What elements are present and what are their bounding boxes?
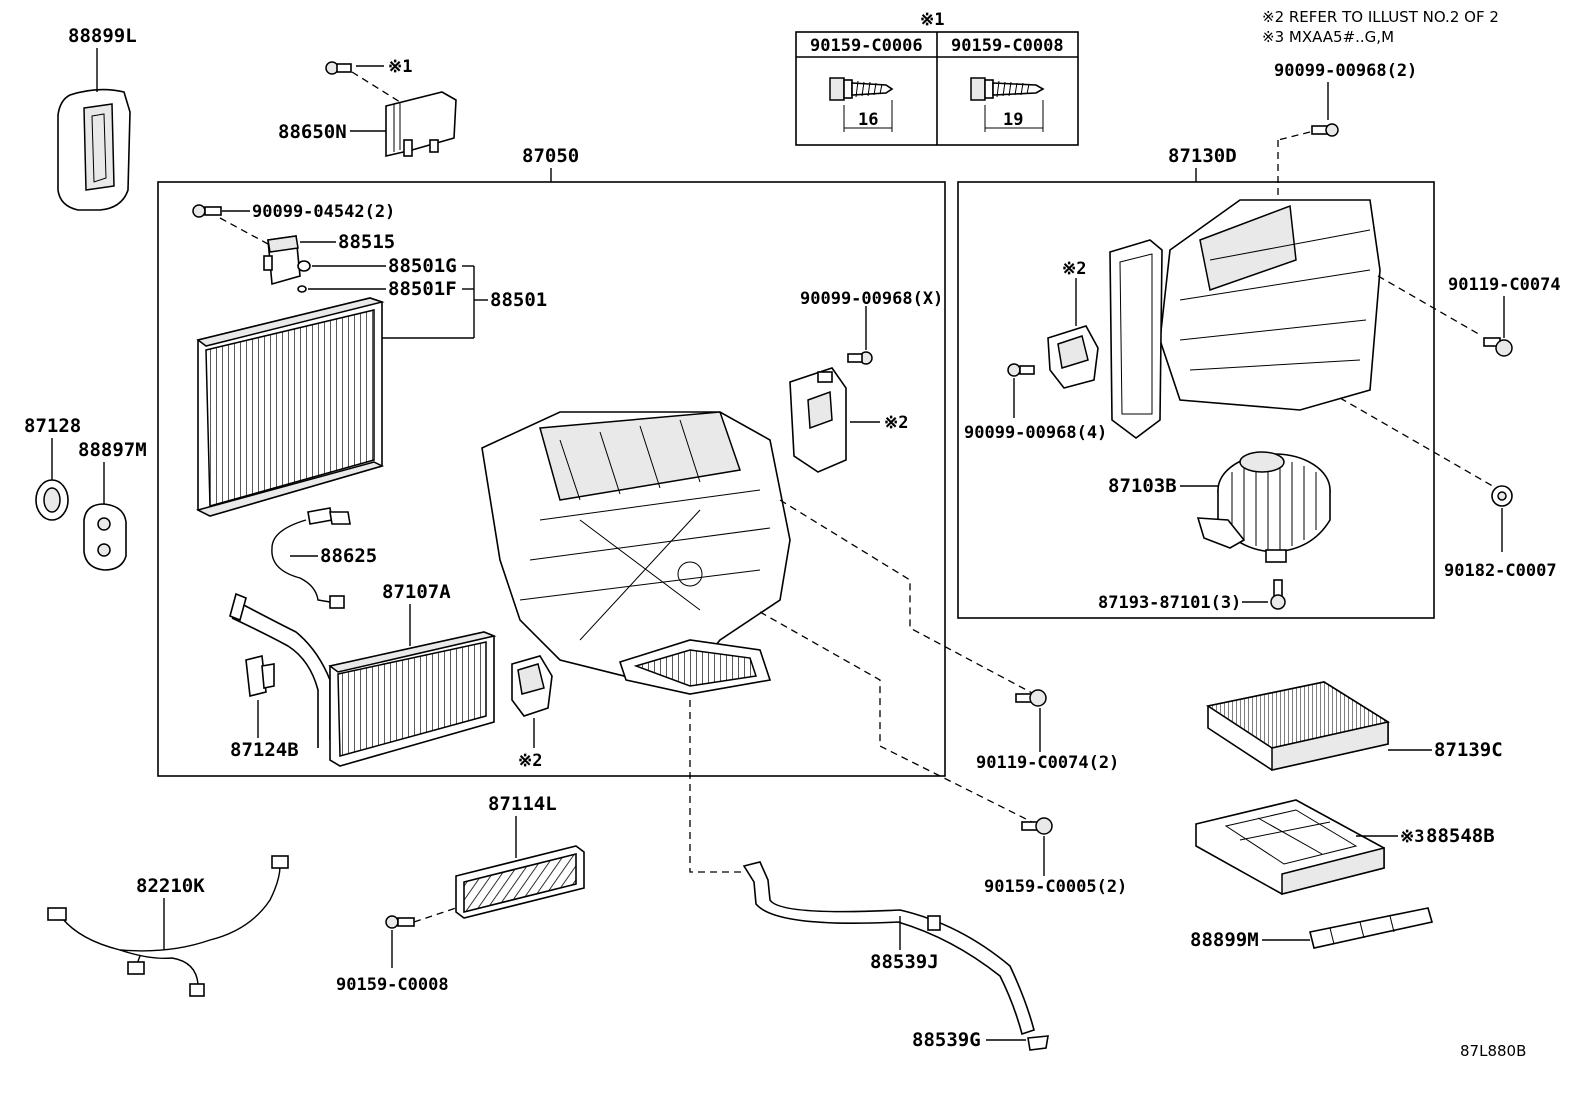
drain-hose-88539j-icon xyxy=(742,861,1035,1036)
label-88899l: 88899L xyxy=(68,25,137,47)
label-88548b: 88548B xyxy=(1426,825,1495,847)
label-87139c: 87139C xyxy=(1434,739,1503,761)
label-87124b: 87124B xyxy=(230,739,299,761)
screw-table: ※1 90159-C0006 90159-C0008 16 19 xyxy=(795,10,1079,146)
bolt-90119-c0074-2-icon xyxy=(1015,689,1047,707)
hvac-case-87050-icon xyxy=(481,411,791,695)
note-model-code: ※3 MXAA5#..G,M xyxy=(1262,28,1394,46)
label-88501g: 88501G xyxy=(388,255,457,277)
grommet-88897m-icon xyxy=(83,503,127,571)
oring-88501g-icon xyxy=(297,260,311,272)
label-87128: 87128 xyxy=(24,415,81,437)
label-87103b: 87103B xyxy=(1108,475,1177,497)
louver-87114l-icon xyxy=(455,845,585,919)
oring-88501f-icon xyxy=(297,285,307,293)
bolt-90119-c0074-icon xyxy=(1483,337,1513,357)
label-88501f: 88501F xyxy=(388,278,457,300)
module-88650n-icon xyxy=(325,61,457,158)
screw-table-mark: ※1 xyxy=(920,10,944,30)
screw-19-icon xyxy=(970,77,1045,132)
mark-88548b: ※3 xyxy=(1400,827,1424,847)
group-label-87130d: 87130D xyxy=(1168,145,1237,167)
group-box-87050 xyxy=(157,181,946,777)
screw-col1-part: 90159-C0006 xyxy=(810,36,923,56)
note-refer-illust: ※2 REFER TO ILLUST NO.2 OF 2 xyxy=(1262,8,1499,26)
label-90182-c0007: 90182-C0007 xyxy=(1444,561,1557,581)
label-90159-c0008: 90159-C0008 xyxy=(336,975,449,995)
screw-87193-87101-icon xyxy=(1270,579,1286,610)
label-90099-00968-2: 90099-00968(2) xyxy=(1274,61,1417,81)
label-87114l: 87114L xyxy=(488,793,557,815)
label-88897m: 88897M xyxy=(78,439,147,461)
heater-core-87107a-icon xyxy=(229,592,497,767)
label-88539g: 88539G xyxy=(912,1029,981,1051)
label-88539j: 88539J xyxy=(870,951,939,973)
label-90099-00968-4: 90099-00968(4) xyxy=(964,423,1107,443)
label-88650n: 88650N xyxy=(278,121,347,143)
screw-90159-c0008-icon xyxy=(385,915,415,929)
blower-case-87130d-icon xyxy=(1109,199,1381,439)
label-88501: 88501 xyxy=(490,289,547,311)
label-87107a: 87107A xyxy=(382,581,451,603)
illustration-id: 87L880B xyxy=(1460,1042,1526,1060)
label-87193-87101: 87193-87101(3) xyxy=(1098,593,1241,613)
wire-harness-82210k-icon xyxy=(47,855,289,997)
label-88515: 88515 xyxy=(338,231,395,253)
screw-col2-length: 19 xyxy=(1003,110,1023,130)
label-90159-c0005: 90159-C0005(2) xyxy=(984,877,1127,897)
filter-87139c-icon xyxy=(1205,681,1391,771)
strip-88899m-icon xyxy=(1309,907,1434,949)
clip-88539g-icon xyxy=(1027,1035,1049,1051)
mark-actuator-lower: ※2 xyxy=(518,751,542,771)
nut-90182-c0007-icon xyxy=(1491,485,1513,507)
group-box-87130d xyxy=(957,181,1435,619)
filter-case-88548b-icon xyxy=(1195,799,1385,895)
bolt-90099-00968-2-icon xyxy=(1311,123,1339,137)
label-90119-c0074-2: 90119-C0074(2) xyxy=(976,753,1119,773)
evaporator-88501-icon xyxy=(195,297,385,517)
label-90099-00968x: 90099-00968(X) xyxy=(800,289,943,309)
screw-16-icon xyxy=(829,77,894,132)
label-82210k: 82210K xyxy=(136,875,205,897)
mark-88650n-screw: ※1 xyxy=(388,57,412,77)
thermistor-88625-icon xyxy=(271,507,351,609)
label-90099-04542: 90099-04542(2) xyxy=(252,202,395,222)
expansion-valve-88515-icon xyxy=(263,235,301,286)
bolt-90099-00968x-icon xyxy=(847,351,873,365)
bolt-90159-c0005-icon xyxy=(1021,817,1053,835)
actuator-right-icon xyxy=(1047,325,1099,389)
screw-col1-length: 16 xyxy=(858,110,878,130)
label-88625: 88625 xyxy=(320,545,377,567)
blower-motor-87103b-icon xyxy=(1196,451,1331,563)
actuator-lower-icon xyxy=(511,655,553,717)
label-88899m: 88899M xyxy=(1190,929,1259,951)
group-label-87050: 87050 xyxy=(522,145,579,167)
clamp-87124b-icon xyxy=(245,655,275,697)
label-90119-c0074: 90119-C0074 xyxy=(1448,275,1561,295)
bolt-90099-04542-icon xyxy=(192,204,222,218)
bolt-90099-00968-4-icon xyxy=(1007,363,1035,377)
grommet-87128-icon xyxy=(35,479,69,521)
cover-88899l-icon xyxy=(57,88,131,211)
mark-actuator-right: ※2 xyxy=(1062,259,1086,279)
mark-actuator-upper: ※2 xyxy=(884,413,908,433)
actuator-upper-icon xyxy=(789,367,847,473)
screw-col2-part: 90159-C0008 xyxy=(951,36,1064,56)
